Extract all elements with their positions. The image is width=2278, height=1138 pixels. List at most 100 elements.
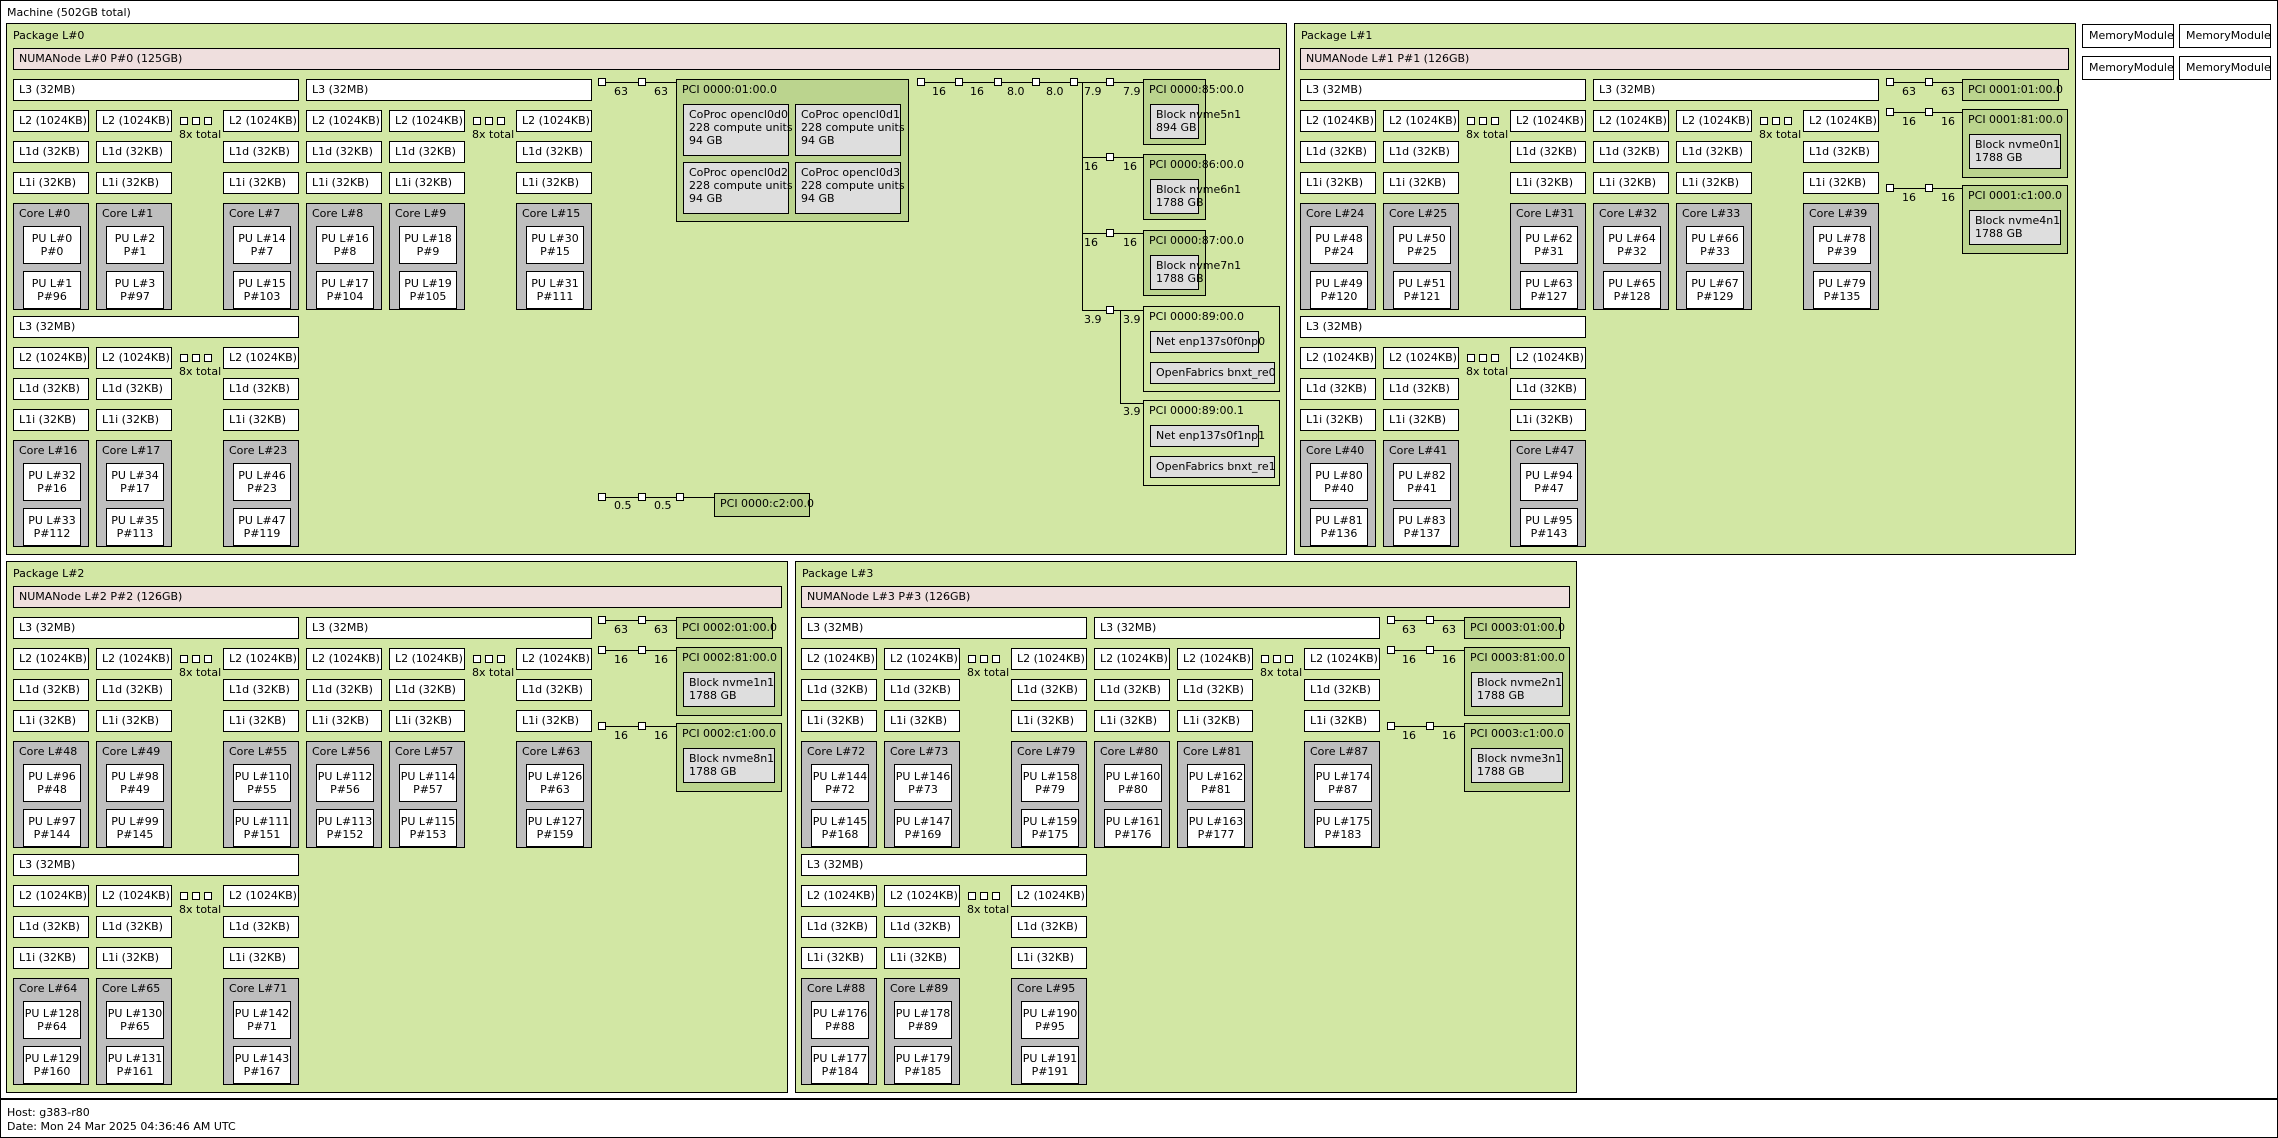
pu-os-index: P#88 (825, 1020, 855, 1033)
l2-cache-label: L2 (1024KB) (395, 114, 463, 127)
l1d-cache-label: L1d (32KB) (102, 382, 163, 395)
link-port (1479, 354, 1487, 362)
l2-cache-label: L2 (1024KB) (1017, 889, 1085, 902)
pu-os-index: P#105 (409, 290, 447, 303)
l1d-cache-label: L1d (32KB) (890, 920, 951, 933)
l1i-cache: L1i (32KB) (1011, 710, 1087, 732)
pu-label: PU L#34 (111, 469, 159, 482)
pu-os-index: P#127 (1530, 290, 1568, 303)
pci-label: PCI 0002:81:00.0 (682, 651, 777, 664)
core-label: Core L#0 (19, 207, 71, 220)
link-port (473, 117, 481, 125)
l2-cache-label: L2 (1024KB) (522, 652, 590, 665)
l3-cache-label: L3 (32MB) (807, 621, 864, 634)
l1i-cache: L1i (32KB) (306, 172, 382, 194)
l1i-cache-label: L1i (32KB) (19, 714, 77, 727)
link-port (598, 646, 606, 654)
link-port (180, 117, 188, 125)
l2-cache: L2 (1024KB) (96, 347, 172, 369)
pu-label: PU L#48 (1315, 232, 1363, 245)
l1i-cache-label: L1i (32KB) (522, 714, 580, 727)
pu-label: PU L#110 (234, 770, 290, 783)
link-port (180, 655, 188, 663)
pci-label: PCI 0001:81:00.0 (1968, 113, 2063, 126)
l2-cache: L2 (1024KB) (1011, 885, 1087, 907)
link-port (1925, 184, 1933, 192)
link-bandwidth-label: 16 (1084, 160, 1098, 173)
l1d-cache-label: L1d (32KB) (1183, 683, 1244, 696)
l1i-cache: L1i (32KB) (96, 947, 172, 969)
core-label: Core L#47 (1516, 444, 1575, 457)
core-label: Core L#8 (312, 207, 364, 220)
l2-cache-label: L2 (1024KB) (1809, 114, 1877, 127)
l1d-cache-label: L1d (32KB) (807, 920, 868, 933)
l1d-cache: L1d (32KB) (13, 378, 89, 400)
l1i-cache: L1i (32KB) (1177, 710, 1253, 732)
os-device: Net enp137s0f1np1 (1150, 425, 1265, 447)
l1i-cache-label: L1i (32KB) (229, 176, 287, 189)
l1i-cache-label: L1i (32KB) (807, 951, 865, 964)
l2-cache: L2 (1024KB) (1300, 110, 1376, 132)
pci-device: PCI 0003:01:00.0 (1464, 617, 1565, 639)
pu-os-index: P#32 (1617, 245, 1647, 258)
link-bandwidth-label: 8.0 (1046, 85, 1064, 98)
l3-cache-label: L3 (32MB) (19, 320, 76, 333)
link-line (1082, 82, 1083, 311)
l1i-cache-label: L1i (32KB) (102, 714, 160, 727)
pu-os-index: P#80 (1118, 783, 1148, 796)
link-bandwidth-label: 16 (1941, 115, 1955, 128)
core-label: Core L#33 (1682, 207, 1741, 220)
total-note: 8x total (967, 666, 1010, 679)
os-device: Net enp137s0f0np0 (1150, 331, 1265, 353)
os-device-text: Block nvme2n1 (1477, 676, 1563, 689)
os-device-text: 228 compute units (689, 121, 793, 134)
link-bandwidth-label: 16 (1442, 653, 1456, 666)
pu-label: PU L#174 (1315, 770, 1371, 783)
link-bandwidth-label: 63 (654, 623, 668, 636)
pu-label: PU L#127 (527, 815, 583, 828)
link-port (485, 117, 493, 125)
l1i-cache: L1i (32KB) (13, 172, 89, 194)
os-device-text: 1788 GB (1477, 689, 1525, 702)
pu-label: PU L#175 (1315, 815, 1371, 828)
core-label: Core L#56 (312, 745, 371, 758)
l2-cache-label: L2 (1024KB) (1516, 114, 1584, 127)
link-bandwidth-label: 63 (1442, 623, 1456, 636)
l1i-cache: L1i (32KB) (1383, 172, 1459, 194)
l1i-cache-label: L1i (32KB) (1183, 714, 1241, 727)
link-port (1106, 229, 1114, 237)
link-port (1479, 117, 1487, 125)
link-port (1070, 78, 1078, 86)
os-device: OpenFabrics bnxt_re1 (1150, 456, 1276, 478)
l2-cache-label: L2 (1024KB) (229, 114, 297, 127)
pu-label: PU L#46 (238, 469, 286, 482)
pu-os-index: P#7 (250, 245, 274, 258)
link-port (1886, 108, 1894, 116)
os-device-text: 228 compute units (689, 179, 793, 192)
l2-cache: L2 (1024KB) (1094, 648, 1170, 670)
l1d-cache: L1d (32KB) (96, 916, 172, 938)
link-bandwidth-label: 16 (1123, 160, 1137, 173)
pu-label: PU L#179 (895, 1052, 951, 1065)
link-bandwidth-label: 16 (1902, 115, 1916, 128)
numa-node: NUMANode L#0 P#0 (125GB) (13, 48, 1280, 70)
pu-label: PU L#51 (1398, 277, 1446, 290)
pu-os-index: P#119 (243, 527, 281, 540)
pu-label: PU L#64 (1608, 232, 1656, 245)
l1i-cache: L1i (32KB) (1094, 710, 1170, 732)
pu-os-index: P#17 (120, 482, 150, 495)
